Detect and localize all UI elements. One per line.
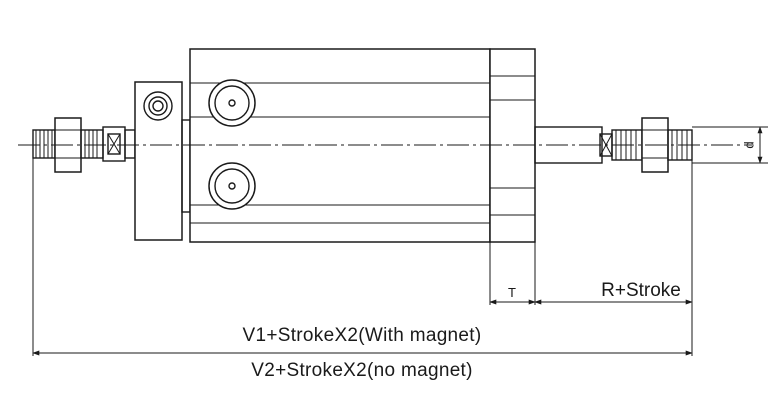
mounting-bracket [134,81,191,241]
port-upper [208,79,256,127]
dimension-r-stroke: R+Stroke [534,280,693,305]
dimension-r-stroke-label: R+Stroke [601,280,681,301]
port-lower [208,162,256,210]
dimension-v2-label: V2+StrokeX2(no magnet) [251,360,473,381]
dimension-overall-length: V1+StrokeX2(With magnet) V2+StrokeX2(no … [32,325,693,381]
dimension-t: T [489,285,536,305]
left-rod-thread [32,129,56,159]
dimension-v1-label: V1+StrokeX2(With magnet) [243,325,482,346]
left-wrench-flat [102,126,136,162]
left-rod-thread-inner [80,129,104,159]
dimension-d-label: d [741,141,756,148]
dimension-t-label: T [508,285,516,300]
dimension-d: d [692,126,768,164]
